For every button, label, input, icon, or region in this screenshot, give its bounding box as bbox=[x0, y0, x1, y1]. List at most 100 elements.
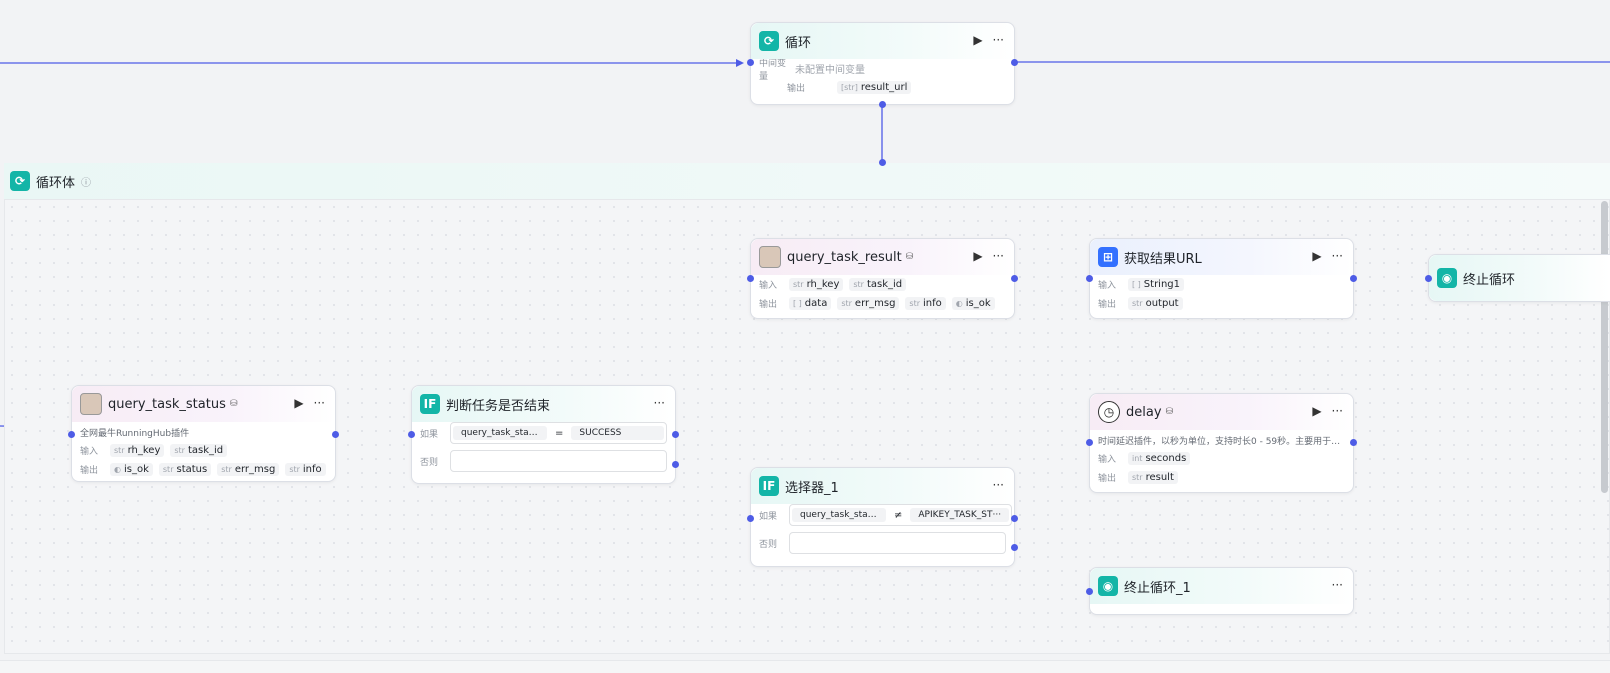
arrow bbox=[736, 59, 744, 67]
loop-body-header[interactable]: ⟳ 循环体 ⓘ bbox=[4, 163, 1610, 199]
output-port[interactable] bbox=[1350, 275, 1357, 282]
input-port[interactable] bbox=[408, 431, 415, 438]
loop-body-title: 循环体 bbox=[36, 175, 76, 191]
node-header: ⟳ 循环 ▶··· bbox=[751, 23, 1014, 59]
plugin-badge-icon: ⛁ bbox=[905, 252, 914, 262]
middle-var-label: 中间变量 bbox=[759, 58, 787, 82]
more-icon[interactable]: ··· bbox=[992, 33, 1004, 47]
type-label: [ ] bbox=[1132, 280, 1141, 289]
output-port[interactable] bbox=[1011, 59, 1018, 66]
param-name: task_id bbox=[187, 445, 224, 456]
output-label: 输出 bbox=[787, 84, 806, 94]
input-port[interactable] bbox=[747, 275, 754, 282]
node-title: 终止循环 bbox=[1463, 272, 1516, 288]
output-port[interactable] bbox=[1350, 439, 1357, 446]
delay-node[interactable]: ◷ delay ⛁ ▶ ··· 时间延迟插件，以秒为单位，支持时长0 - 59秒。… bbox=[1086, 393, 1357, 493]
loop-body-port[interactable] bbox=[879, 159, 886, 166]
vertical-scrollbar[interactable] bbox=[1601, 201, 1608, 493]
end-loop-node[interactable]: ◉ 终止循环 bbox=[1425, 254, 1610, 302]
node-title: query_task_result bbox=[787, 249, 902, 265]
if-output-port[interactable] bbox=[672, 431, 679, 438]
node-title: query_task_status bbox=[108, 396, 226, 412]
run-icon[interactable]: ▶ bbox=[294, 396, 304, 410]
run-icon[interactable]: ▶ bbox=[973, 249, 983, 263]
condition-left[interactable]: query_task_statu··· bbox=[792, 508, 886, 522]
node-description: 时间延迟插件，以秒为单位，支持时长0 - 59秒。主要用于延迟··· bbox=[1098, 437, 1353, 447]
text-process-icon: ⊞ bbox=[1098, 247, 1118, 267]
more-icon[interactable]: ··· bbox=[992, 249, 1004, 263]
info-icon[interactable]: ⓘ bbox=[81, 177, 92, 189]
param-name: err_msg bbox=[234, 464, 276, 475]
condition-box[interactable]: query_task_statu··· ≠ APIKEY_TASK_ST··· bbox=[789, 504, 1013, 526]
input-port[interactable] bbox=[747, 59, 754, 66]
input-label: 输入 bbox=[80, 447, 99, 457]
more-icon[interactable]: ··· bbox=[313, 396, 325, 410]
bottom-strip bbox=[0, 660, 1610, 673]
run-icon[interactable]: ▶ bbox=[973, 33, 983, 47]
type-label: int bbox=[1132, 454, 1143, 463]
output-port[interactable] bbox=[332, 431, 339, 438]
else-output-port[interactable] bbox=[672, 461, 679, 468]
stop-icon: ◉ bbox=[1098, 576, 1118, 596]
bool-toggle-icon: ◐ bbox=[114, 465, 121, 474]
body-port[interactable] bbox=[879, 101, 886, 108]
param-name: task_id bbox=[866, 279, 903, 290]
output-port[interactable] bbox=[1011, 275, 1018, 282]
input-port[interactable] bbox=[1425, 275, 1432, 282]
query-task-status-node[interactable]: query_task_status ⛁ ▶··· 全网最牛RunningHub插… bbox=[68, 385, 339, 482]
param-name: is_ok bbox=[123, 464, 149, 475]
else-output-port[interactable] bbox=[1011, 544, 1018, 551]
type-label: str bbox=[909, 299, 921, 308]
condition-right[interactable]: SUCCESS bbox=[571, 426, 664, 440]
condition-right[interactable]: APIKEY_TASK_ST··· bbox=[910, 508, 1010, 522]
node-title: 选择器_1 bbox=[785, 480, 839, 496]
else-box[interactable] bbox=[450, 450, 667, 472]
input-port[interactable] bbox=[1086, 439, 1093, 446]
loop-node[interactable]: ⟳ 循环 ▶··· 中间变量未配置中间变量 输出[str]result_url bbox=[747, 22, 1018, 108]
node-header: query_task_status ⛁ ▶··· bbox=[72, 386, 335, 422]
plugin-avatar-icon bbox=[80, 393, 102, 415]
more-icon[interactable]: ··· bbox=[1331, 578, 1343, 592]
type-label: str bbox=[1132, 473, 1143, 482]
clock-icon: ◷ bbox=[1098, 401, 1120, 423]
more-icon[interactable]: ··· bbox=[1331, 404, 1343, 418]
end-loop-1-node[interactable]: ◉ 终止循环_1 ··· bbox=[1086, 567, 1354, 615]
output-label: 输出 bbox=[1098, 300, 1117, 310]
type-label: str bbox=[1132, 299, 1143, 308]
if-output-port[interactable] bbox=[1011, 515, 1018, 522]
output-label: 输出 bbox=[759, 300, 778, 310]
condition-operator[interactable]: = bbox=[555, 427, 564, 439]
condition-operator[interactable]: ≠ bbox=[894, 509, 903, 521]
input-label: 输入 bbox=[759, 281, 778, 291]
input-port[interactable] bbox=[1086, 275, 1093, 282]
more-icon[interactable]: ··· bbox=[1331, 249, 1343, 263]
more-icon[interactable]: ··· bbox=[653, 396, 665, 410]
condition-box[interactable]: query_task_statu··· = SUCCESS bbox=[450, 422, 667, 444]
node-title: 终止循环_1 bbox=[1124, 580, 1191, 596]
run-icon[interactable]: ▶ bbox=[1312, 249, 1322, 263]
run-icon[interactable]: ▶ bbox=[1312, 404, 1322, 418]
node-header: query_task_result ⛁ ▶ ··· bbox=[751, 239, 1014, 275]
type-label: str bbox=[289, 465, 300, 474]
param-name: status bbox=[176, 464, 208, 475]
more-icon[interactable]: ··· bbox=[992, 478, 1004, 492]
plugin-badge-icon: ⛁ bbox=[1165, 407, 1174, 417]
type-label: str bbox=[174, 446, 185, 455]
output-label: 输出 bbox=[1098, 474, 1117, 484]
input-port[interactable] bbox=[747, 515, 754, 522]
input-port[interactable] bbox=[68, 431, 75, 438]
judge-condition-node[interactable]: IF 判断任务是否结束 ··· 如果 query_task_statu··· =… bbox=[408, 385, 679, 484]
selector-1-node[interactable]: IF 选择器_1 ··· 如果 query_task_statu··· ≠ AP… bbox=[747, 467, 1018, 567]
condition-left[interactable]: query_task_statu··· bbox=[453, 426, 547, 440]
else-box[interactable] bbox=[789, 532, 1006, 554]
node-header: ⊞ 获取结果URL ▶··· bbox=[1090, 239, 1353, 275]
if-icon: IF bbox=[420, 394, 440, 414]
node-title: delay bbox=[1126, 404, 1162, 420]
node-header: ◷ delay ⛁ ▶ ··· bbox=[1090, 394, 1353, 430]
input-label: 输入 bbox=[1098, 455, 1117, 465]
input-port[interactable] bbox=[1086, 588, 1093, 595]
else-label: 否则 bbox=[420, 457, 439, 468]
